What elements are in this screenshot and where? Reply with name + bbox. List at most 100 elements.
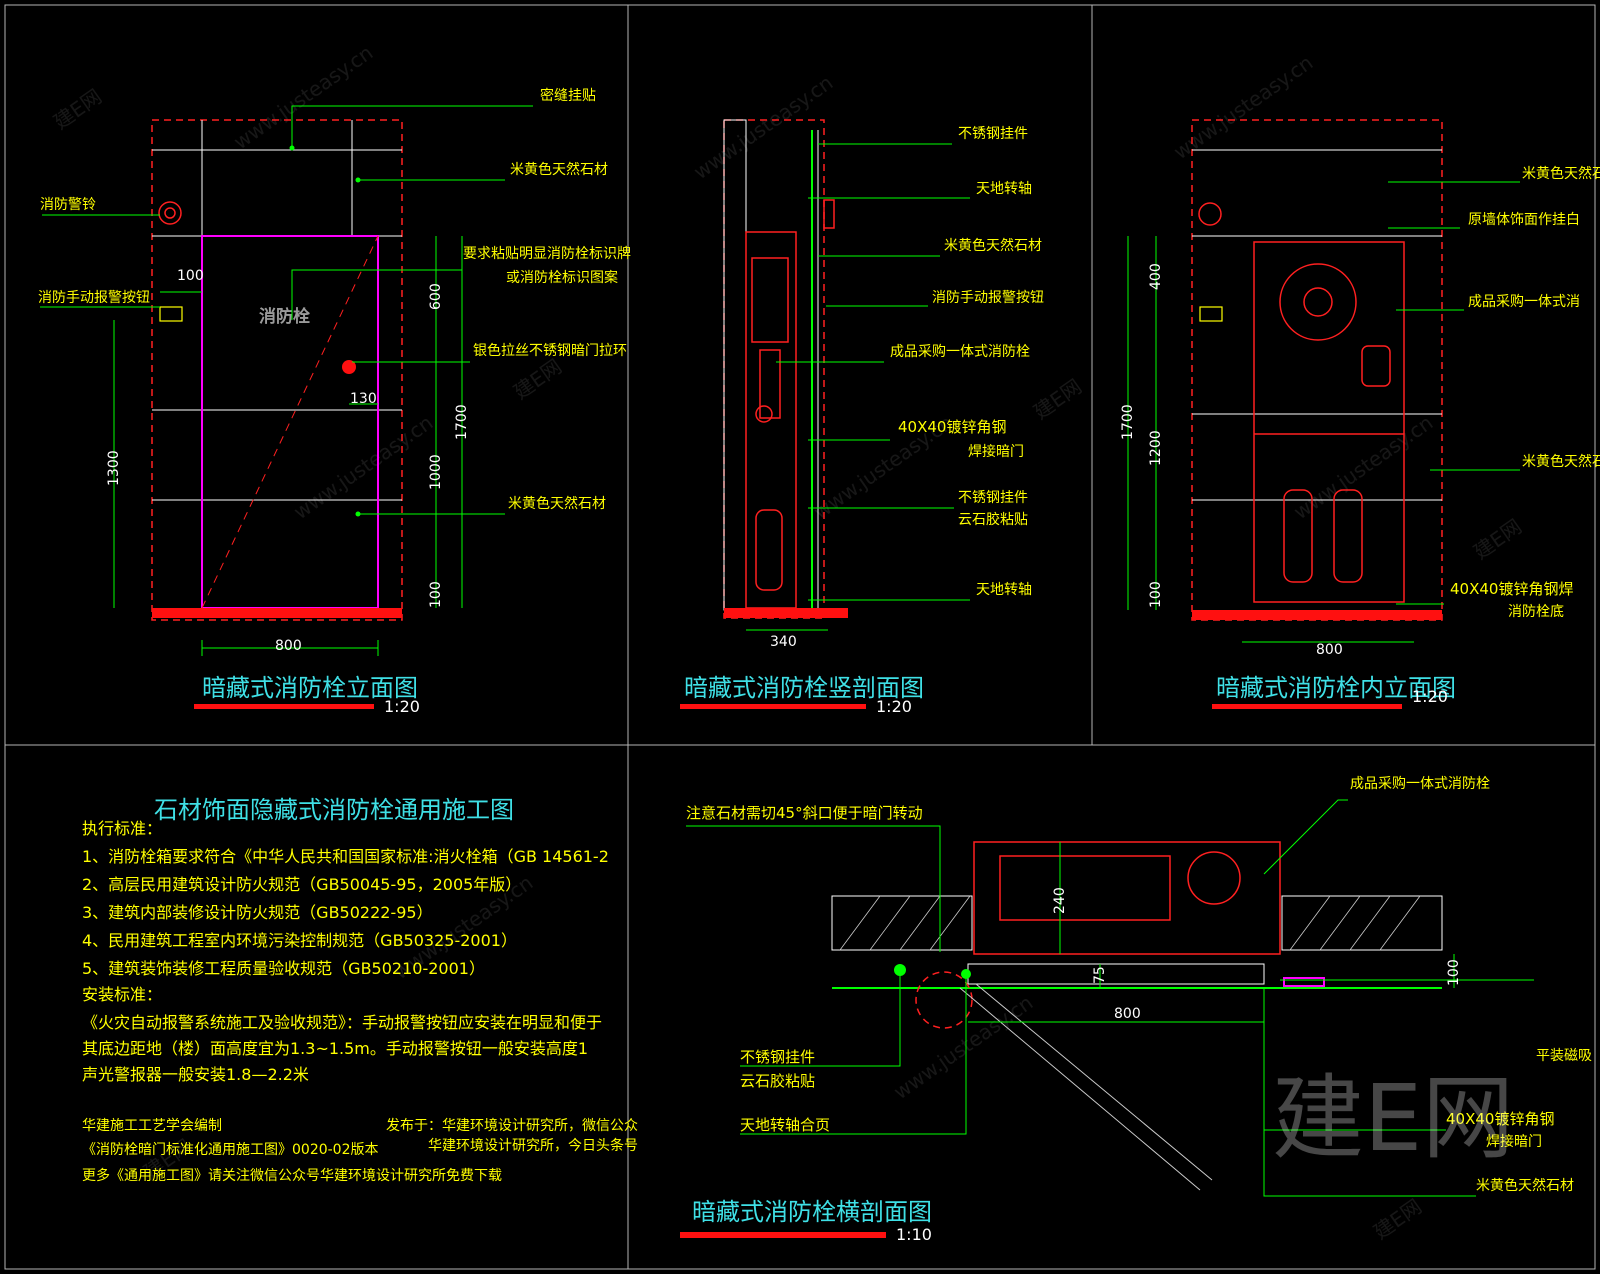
label-sign-req2: 或消防栓标识图案 bbox=[506, 269, 618, 286]
view-title: 暗藏式消防栓内立面图 bbox=[1216, 674, 1456, 702]
footer-line: 《消防栓暗门标准化通用施工图》0020-02版本 bbox=[82, 1142, 379, 1158]
dim-text: 240 bbox=[1052, 887, 1068, 914]
magnetic-catch bbox=[1283, 977, 1325, 987]
floor-slab bbox=[152, 608, 402, 618]
door-panel bbox=[967, 963, 1265, 985]
extinguisher-icon bbox=[1283, 489, 1313, 583]
notes-line: 5、建筑装饰装修工程质量验收规范（GB50210-2001） bbox=[82, 959, 485, 978]
notes-line: 执行标准： bbox=[82, 819, 162, 838]
pull-ring-icon bbox=[342, 360, 356, 374]
dim-text: 800 bbox=[275, 638, 302, 654]
notes-line: 2、高层民用建筑设计防火规范（GB50045-95，2005年版） bbox=[82, 875, 521, 894]
label-angle-steel: 40X40镀锌角钢 bbox=[1446, 1110, 1554, 1128]
door-label: 消防栓 bbox=[259, 306, 310, 327]
label-pivot-hinge: 天地转轴合页 bbox=[740, 1116, 830, 1134]
manual-alarm-button-icon bbox=[159, 306, 183, 322]
horizontal-section-view: 成品采购一体式消防栓 注意石材需切45°斜口便于暗门转动 不锈钢挂件 云石胶粘贴… bbox=[680, 776, 1592, 1244]
dim-text: 1300 bbox=[106, 450, 122, 486]
extinguisher-icon bbox=[755, 509, 783, 591]
dim-text: 340 bbox=[770, 634, 797, 650]
label-steel-hanger: 不锈钢挂件 bbox=[740, 1048, 815, 1066]
dim-text: 100 bbox=[428, 581, 444, 608]
label-steel-hanger: 不锈钢挂件 bbox=[958, 126, 1028, 142]
label-angle-steel: 40X40镀锌角钢 bbox=[898, 418, 1006, 436]
sheet-frame bbox=[4, 4, 1596, 1270]
notes-block: 石材饰面隐藏式消防栓通用施工图 执行标准： 1、消防栓箱要求符合《中华人民共和国… bbox=[82, 796, 638, 1184]
extinguisher-icon bbox=[1333, 489, 1363, 583]
label-alarm-button: 消防手动报警按钮 bbox=[38, 290, 150, 306]
floor-slab bbox=[724, 608, 848, 618]
watermark-text: www.justeasy.cn bbox=[889, 990, 1037, 1104]
watermark-text: www.justeasy.cn bbox=[229, 40, 377, 154]
notes-title: 石材饰面隐藏式消防栓通用施工图 bbox=[154, 796, 514, 824]
view-scale: 1:20 bbox=[876, 697, 912, 716]
notes-line: 3、建筑内部装修设计防火规范（GB50222-95） bbox=[82, 903, 433, 922]
label-alarm-bell: 消防警铃 bbox=[40, 197, 96, 213]
label-wall-finish: 原墙体饰面作挂白 bbox=[1468, 212, 1580, 228]
dim-text: 800 bbox=[1316, 642, 1343, 658]
label-pull-ring: 银色拉丝不锈钢暗门拉环 bbox=[473, 342, 627, 359]
hose-reel-icon bbox=[1187, 851, 1241, 905]
watermark-brand: 建E网 bbox=[509, 354, 566, 404]
label-angle-steel: 40X40镀锌角钢焊 bbox=[1450, 580, 1573, 598]
label-bevel-note: 注意石材需切45°斜口便于暗门转动 bbox=[686, 804, 923, 822]
dim-text: 100 bbox=[1446, 959, 1462, 986]
dim-text: 1200 bbox=[1148, 430, 1164, 466]
watermark-brand: 建E网 bbox=[49, 84, 106, 134]
watermark-text: www.justeasy.cn bbox=[689, 70, 837, 184]
brand-logo-watermark: 建E网 bbox=[1272, 1065, 1514, 1172]
footer-line: 华建环境设计研究所，今日头条号 bbox=[428, 1137, 638, 1154]
view-scale: 1:10 bbox=[896, 1225, 932, 1244]
alarm-bell-icon bbox=[158, 201, 182, 225]
label-pivot: 天地转轴 bbox=[976, 181, 1032, 197]
dim-text: 1000 bbox=[428, 454, 444, 490]
label-alarm-button: 消防手动报警按钮 bbox=[932, 290, 1044, 306]
manual-alarm-button-icon bbox=[1199, 306, 1223, 322]
title-underline bbox=[680, 704, 866, 709]
watermark-text: www.justeasy.cn bbox=[289, 410, 437, 524]
dim-text: 100 bbox=[177, 268, 204, 284]
notes-line: 安装标准： bbox=[82, 985, 162, 1004]
footer-line: 华建施工工艺学会编制 bbox=[82, 1118, 222, 1134]
dim-text: 1700 bbox=[454, 404, 470, 440]
watermark-text: www.justeasy.cn bbox=[1169, 50, 1317, 164]
label-welded-door: 焊接暗门 bbox=[1486, 1133, 1542, 1150]
label-magnet: 平装磁吸 bbox=[1536, 1048, 1592, 1064]
hose-reel-icon bbox=[1279, 263, 1357, 341]
label-welded-door: 焊接暗门 bbox=[968, 443, 1024, 460]
dim-text: 600 bbox=[428, 283, 444, 310]
dim-text: 800 bbox=[1114, 1006, 1141, 1022]
label-seamless-hanging: 密缝挂贴 bbox=[540, 87, 596, 104]
elevation-view: 消防栓 密缝挂贴 米黄色天然石材 消防警铃 要求粘贴明显消防栓标识牌 或消防栓标… bbox=[38, 87, 631, 716]
cabinet-outline bbox=[1253, 241, 1405, 603]
label-stone-top: 米黄色天然石材 bbox=[510, 161, 608, 178]
floor-slab bbox=[1192, 610, 1442, 620]
label-stone: 米黄色天然石材 bbox=[1476, 1177, 1574, 1194]
label-hydrant: 成品采购一体式消防栓 bbox=[890, 344, 1030, 360]
dim-text: 400 bbox=[1148, 263, 1164, 290]
label-stone2: 米黄色天然石 bbox=[1522, 453, 1600, 470]
view-title: 暗藏式消防栓立面图 bbox=[202, 674, 418, 702]
view-title: 暗藏式消防栓横剖面图 bbox=[692, 1198, 932, 1226]
label-hydrant: 成品采购一体式消防栓 bbox=[1350, 776, 1490, 792]
label-sign-req: 要求粘贴明显消防栓标识牌 bbox=[463, 245, 631, 262]
watermark-brand: 建E网 bbox=[1469, 514, 1526, 564]
notes-line: 1、消防栓箱要求符合《中华人民共和国国家标准:消火栓箱（GB 14561-2 bbox=[82, 847, 609, 866]
notes-line: 声光警报器一般安装1.8—2.2米 bbox=[82, 1065, 309, 1084]
valve-icon bbox=[1361, 345, 1391, 387]
label-pivot2: 天地转轴 bbox=[976, 582, 1032, 598]
label-hydrant-base: 消防栓底 bbox=[1508, 604, 1564, 620]
title-underline bbox=[680, 1232, 886, 1238]
label-stone: 米黄色天然石材 bbox=[944, 237, 1042, 254]
label-hydrant: 成品采购一体式消 bbox=[1468, 294, 1580, 310]
dim-text: 1700 bbox=[1120, 404, 1136, 440]
view-scale: 1:20 bbox=[1412, 687, 1448, 706]
vertical-section-view: 不锈钢挂件 天地转轴 米黄色天然石材 消防手动报警按钮 成品采购一体式消防栓 4… bbox=[680, 119, 1044, 716]
dim-text: 130 bbox=[350, 391, 377, 407]
label-marble-glue: 云石胶粘贴 bbox=[740, 1072, 815, 1090]
view-scale: 1:20 bbox=[384, 697, 420, 716]
watermark-brand: 建E网 bbox=[1029, 374, 1086, 424]
watermark-brand: 建E网 bbox=[1369, 1194, 1426, 1244]
view-title: 暗藏式消防栓竖剖面图 bbox=[684, 674, 924, 702]
